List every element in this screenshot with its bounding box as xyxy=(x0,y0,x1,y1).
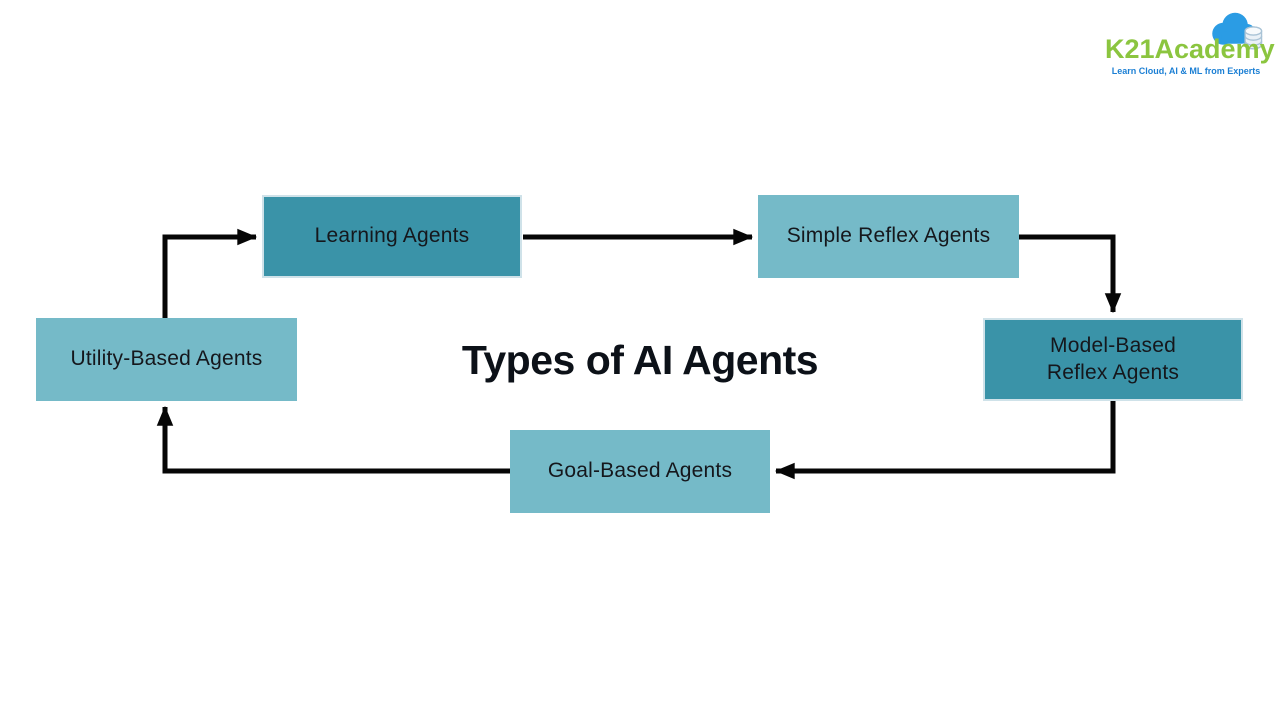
arrow-model-based-to-goal-based xyxy=(774,401,1116,480)
node-goal-based-agents: Goal-Based Agents xyxy=(510,430,770,513)
node-label: Goal-Based Agents xyxy=(547,459,733,483)
node-model-based-reflex-agents: Model-Based Reflex Agents xyxy=(983,318,1243,401)
cloud-icon xyxy=(1212,12,1263,50)
node-simple-reflex-agents: Simple Reflex Agents xyxy=(758,195,1019,278)
node-utility-based-agents: Utility-Based Agents xyxy=(36,318,297,401)
arrow-utility-to-learning xyxy=(162,228,258,318)
database-icon xyxy=(1244,26,1263,50)
logo-tagline-text: Learn Cloud, AI & ML from Experts xyxy=(1111,66,1261,76)
logo-brand-text: K21Academy xyxy=(1105,34,1275,64)
node-label: Simple Reflex Agents xyxy=(786,224,991,248)
k21academy-logo: K21Academy Learn Cloud, AI & ML from Exp… xyxy=(1105,8,1275,80)
page-title: Types of AI Agents xyxy=(461,337,819,383)
arrow-simple-reflex-to-model-based xyxy=(1018,234,1122,314)
node-label: Model-Based Reflex Agents xyxy=(1046,334,1180,384)
arrow-goal-based-to-utility xyxy=(156,405,510,474)
node-learning-agents: Learning Agents xyxy=(262,195,522,278)
node-label: Learning Agents xyxy=(314,224,470,248)
node-label: Utility-Based Agents xyxy=(70,347,263,371)
